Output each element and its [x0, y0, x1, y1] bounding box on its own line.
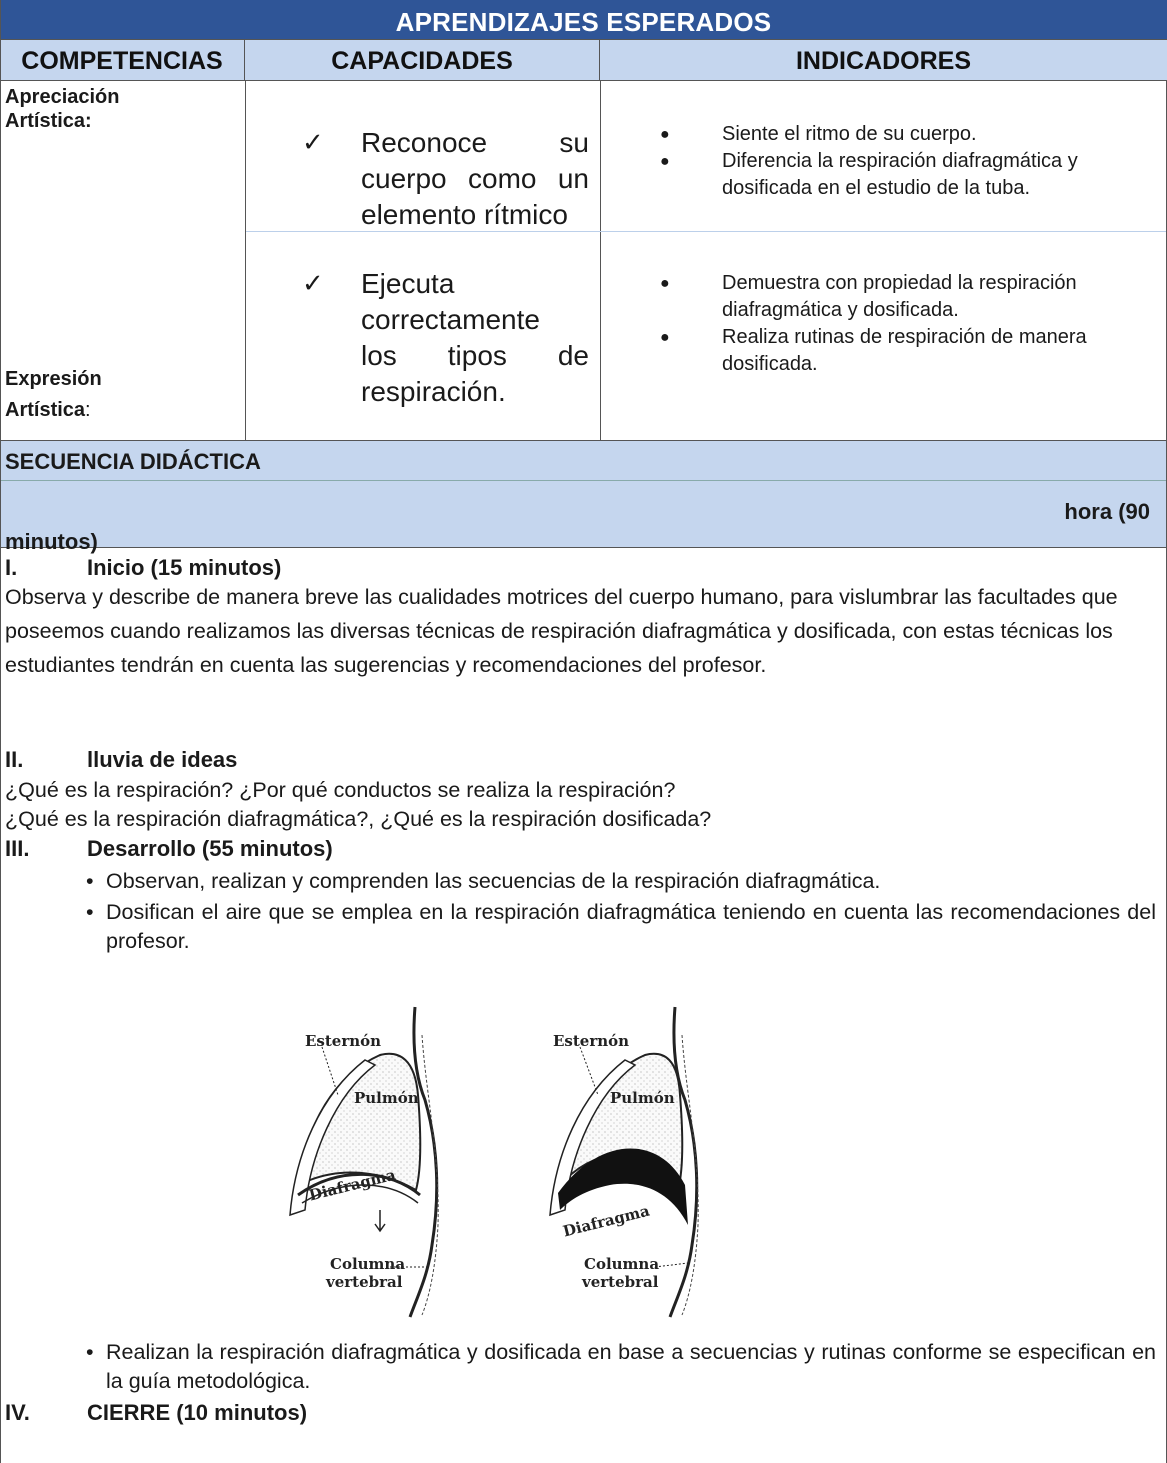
bullet-icon: ● — [660, 153, 670, 170]
label-vertebral-right: vertebral — [582, 1273, 659, 1291]
header-capacidades: CAPACIDADES — [245, 40, 600, 81]
label-vertebral-left: vertebral — [326, 1273, 403, 1291]
duration-right: hora (90 — [1064, 499, 1150, 524]
grid-line — [0, 441, 1, 1463]
question-2: ¿Qué es la respiración diafragmática?, ¿… — [5, 807, 712, 831]
duration-bar: hora (90 minutos) — [0, 481, 1167, 554]
header-competencias: COMPETENCIAS — [0, 40, 245, 81]
inicio-paragraph: Observa y describe de manera breve las c… — [5, 585, 1118, 677]
bullet-icon: ● — [660, 275, 670, 292]
indicadores-2: ●Demuestra con propiedad la respiración … — [660, 270, 1157, 378]
desarrollo-bullet-1: • Observan, realizan y comprenden las se… — [86, 867, 1156, 896]
label-columna-left: Columna — [330, 1255, 406, 1273]
after-figure-bullet: • Realizan la respiración diafragmática … — [86, 1340, 1156, 1393]
bullet-icon: • — [86, 1340, 94, 1364]
capacidad-1: Reconoce su cuerpo como un elemento rítm… — [361, 127, 589, 230]
label-columna-right: Columna — [584, 1255, 660, 1273]
header-indicadores: INDICADORES — [600, 40, 1167, 81]
grid-line — [245, 81, 246, 441]
grid-line — [0, 0, 1, 441]
bullet-icon: • — [86, 869, 94, 893]
bullet-icon: • — [86, 900, 94, 924]
bullet-icon: ● — [660, 329, 670, 346]
capacidad-2: Ejecuta correctamente los tipos de respi… — [361, 268, 589, 407]
list-item: ●Realiza rutinas de respiración de maner… — [660, 326, 1087, 375]
grid-line — [600, 81, 601, 441]
desarrollo-bullet-2: • Dosifican el aire que se emplea en la … — [86, 900, 1156, 953]
duration-left: minutos) — [5, 529, 98, 554]
competencia-expresion: Expresión Artística: — [5, 368, 102, 421]
bullet-icon: ● — [660, 126, 670, 143]
label-esternon-right: Esternón — [553, 1032, 630, 1050]
lung-diagram-contracted — [549, 1006, 699, 1318]
respiration-diagram — [289, 1006, 699, 1318]
competencia-apreciacion: Apreciación Artística: — [5, 86, 120, 132]
lung-diagram-relaxed — [289, 1006, 439, 1318]
list-item: ●Demuestra con propiedad la respiración … — [660, 272, 1077, 321]
question-1: ¿Qué es la respiración? ¿Por qué conduct… — [5, 778, 676, 802]
list-item: ●Siente el ritmo de su cuerpo. — [660, 121, 1157, 148]
label-pulmon-right: Pulmón — [610, 1089, 675, 1107]
list-item: ●Diferencia la respiración diafragmática… — [660, 150, 1078, 199]
label-esternon-left: Esternón — [305, 1032, 382, 1050]
check-icon: ✓ — [302, 268, 324, 298]
row-divider — [246, 231, 1166, 232]
label-pulmon-left: Pulmón — [354, 1089, 419, 1107]
grid-line — [0, 440, 1167, 441]
indicadores-1: ●Siente el ritmo de su cuerpo. ●Diferenc… — [660, 121, 1157, 202]
secuencia-title: SECUENCIA DIDÁCTICA — [0, 441, 1167, 481]
table-title: APRENDIZAJES ESPERADOS — [0, 0, 1167, 40]
check-icon: ✓ — [302, 127, 324, 157]
